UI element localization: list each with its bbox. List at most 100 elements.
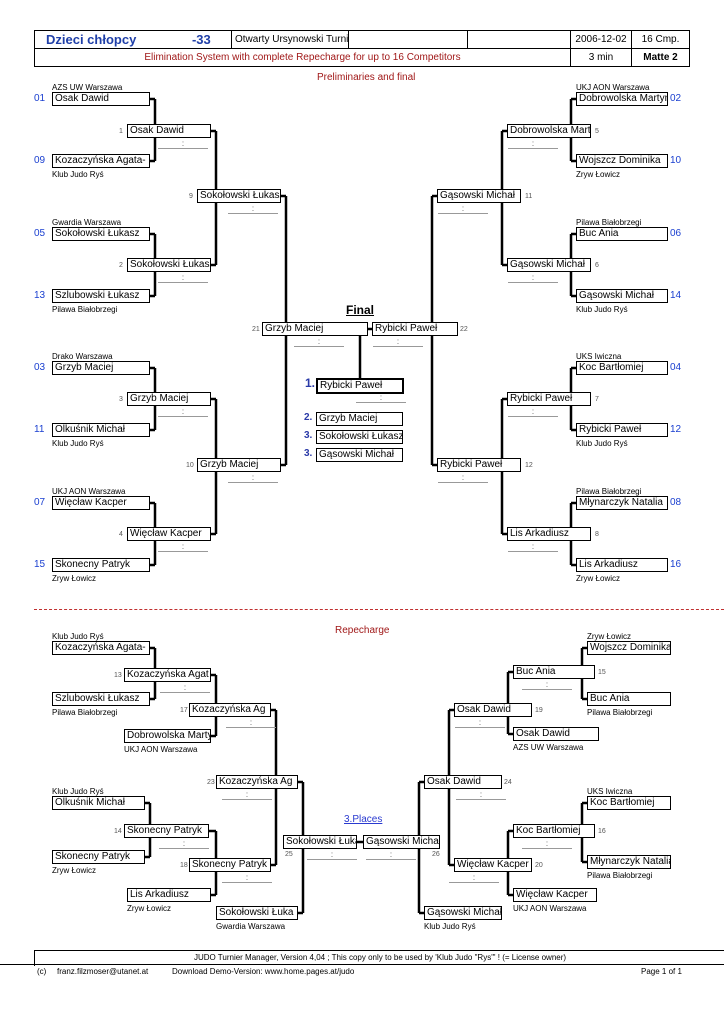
match-winner-box[interactable]: Dobrowolska Marty [507, 124, 591, 138]
match-winner-box[interactable]: Kozaczyńska Agat [124, 668, 211, 682]
competitor-box[interactable]: Dobrowolska Marty [124, 729, 211, 743]
score-field[interactable]: : [160, 683, 210, 693]
match-winner-box[interactable]: Sokołowski Łukasz [197, 189, 281, 203]
score-field[interactable]: : [522, 839, 572, 849]
competitor-box[interactable]: Kozaczyńska Agata- [52, 154, 150, 168]
match-winner-box[interactable]: Grzyb Maciej [127, 392, 211, 406]
match-winner-box[interactable]: Gąsowski Michał [363, 835, 440, 849]
page-number: Page 1 of 1 [641, 967, 682, 976]
competitor-box[interactable]: Olkuśnik Michał [52, 796, 145, 810]
third-places-link[interactable]: 3.Places [344, 814, 383, 825]
place-box[interactable]: Gąsowski Michał [316, 448, 403, 462]
score-field[interactable]: : [158, 139, 208, 149]
competitor-box[interactable]: Szlubowski Łukasz [52, 692, 150, 706]
competitor-box[interactable]: Lis Arkadiusz [576, 558, 668, 572]
score-field[interactable]: : [226, 718, 276, 728]
competitor-box[interactable]: Skonecny Patryk [52, 850, 145, 864]
match-winner-box[interactable]: Osak Dawid [454, 703, 532, 717]
score-field[interactable]: : [366, 850, 416, 860]
match-number: 18 [180, 862, 188, 869]
competitor-box[interactable]: Więcław Kacper [513, 888, 597, 902]
match-winner-box[interactable]: Lis Arkadiusz [507, 527, 591, 541]
competitor-box[interactable]: Młynarczyk Natalia [576, 496, 668, 510]
download-link[interactable]: Download Demo-Version: www.home.pages.at… [172, 967, 355, 976]
match-winner-box[interactable]: Gąsowski Michał [507, 258, 591, 272]
score-field[interactable]: : [158, 273, 208, 283]
match-winner-box[interactable]: Rybicki Paweł [372, 322, 458, 336]
match-winner-box[interactable]: Rybicki Paweł [507, 392, 591, 406]
competitor-box[interactable]: Sokołowski Łukasz [52, 227, 150, 241]
score-field[interactable]: : [294, 337, 344, 347]
score-field[interactable]: : [373, 337, 423, 347]
place-box[interactable]: Grzyb Maciej [316, 412, 403, 426]
club-name: Drako Warszawa [52, 352, 113, 361]
score-field[interactable]: : [356, 393, 406, 403]
competitor-box[interactable]: Dobrowolska Martyn [576, 92, 668, 106]
score-field[interactable]: : [508, 407, 558, 417]
competitor-box[interactable]: Lis Arkadiusz [127, 888, 211, 902]
score-field[interactable]: : [228, 204, 278, 214]
place-box[interactable]: Rybicki Paweł [316, 378, 404, 394]
score-field[interactable]: : [307, 850, 357, 860]
competitor-box[interactable]: Skonecny Patryk [52, 558, 150, 572]
competitor-box[interactable]: Wojszcz Dominika [587, 641, 671, 655]
score-field[interactable]: : [508, 542, 558, 552]
competitor-box[interactable]: Gąsowski Michał [424, 906, 502, 920]
match-winner-box[interactable]: Osak Dawid [424, 775, 502, 789]
score-field[interactable]: : [438, 204, 488, 214]
match-winner-box[interactable]: Skonecny Patryk [189, 858, 271, 872]
score-field[interactable]: : [456, 790, 506, 800]
competitor-box[interactable]: Szlubowski Łukasz [52, 289, 150, 303]
competitor-box[interactable]: Wojszcz Dominika [576, 154, 668, 168]
match-winner-box[interactable]: Grzyb Maciej [262, 322, 368, 336]
competitor-box[interactable]: Gąsowski Michał [576, 289, 668, 303]
match-winner-box[interactable]: Skonecny Patryk [124, 824, 209, 838]
score-field[interactable]: : [449, 873, 499, 883]
score-field[interactable]: : [158, 542, 208, 552]
competitor-box[interactable]: Osak Dawid [52, 92, 150, 106]
club-name: Klub Judo Ryś [52, 439, 104, 448]
author-email[interactable]: franz.filzmoser@utanet.at [57, 967, 149, 976]
score-field[interactable]: : [158, 407, 208, 417]
match-winner-box[interactable]: Rybicki Paweł [437, 458, 521, 472]
score-field[interactable]: : [159, 839, 209, 849]
competitor-box[interactable]: Kozaczyńska Agata- [52, 641, 150, 655]
footer-divider [0, 964, 724, 965]
match-winner-box[interactable]: Gąsowski Michał [437, 189, 521, 203]
score-field[interactable]: : [222, 790, 272, 800]
club-name: Klub Judo Ryś [52, 170, 104, 179]
match-winner-box[interactable]: Osak Dawid [127, 124, 211, 138]
score-field[interactable]: : [438, 473, 488, 483]
score-field[interactable]: : [455, 718, 505, 728]
match-winner-box[interactable]: Sokołowski Łuka [283, 835, 357, 849]
score-field[interactable]: : [228, 473, 278, 483]
score-field[interactable]: : [508, 139, 558, 149]
match-winner-box[interactable]: Kozaczyńska Ag [216, 775, 298, 789]
score-field[interactable]: : [508, 273, 558, 283]
match-winner-box[interactable]: Więcław Kacper [454, 858, 532, 872]
competitor-box[interactable]: Olkuśnik Michał [52, 423, 150, 437]
place-label: 3. [304, 430, 313, 441]
match-winner-box[interactable]: Koc Bartłomiej [513, 824, 595, 838]
score-field[interactable]: : [222, 873, 272, 883]
club-name: Pilawa Białobrzegi [576, 487, 642, 496]
competitor-box[interactable]: Rybicki Paweł [576, 423, 668, 437]
match-number: 13 [114, 672, 122, 679]
competitor-box[interactable]: Grzyb Maciej [52, 361, 150, 375]
match-winner-box[interactable]: Sokołowski Łukasz [127, 258, 211, 272]
competitor-box[interactable]: Młynarczyk Natalia [587, 855, 671, 869]
competitor-box[interactable]: Buc Ania [587, 692, 671, 706]
score-field[interactable]: : [522, 680, 572, 690]
place-box[interactable]: Sokołowski Łukasz [316, 430, 403, 444]
competitor-box[interactable]: Więcław Kacper [52, 496, 150, 510]
match-winner-box[interactable]: Buc Ania [513, 665, 595, 679]
seed-number: 15 [34, 559, 46, 570]
match-winner-box[interactable]: Grzyb Maciej [197, 458, 281, 472]
competitor-box[interactable]: Koc Bartłomiej [587, 796, 671, 810]
match-winner-box[interactable]: Kozaczyńska Ag [189, 703, 271, 717]
match-winner-box[interactable]: Więcław Kacper [127, 527, 211, 541]
competitor-box[interactable]: Osak Dawid [513, 727, 599, 741]
competitor-box[interactable]: Buc Ania [576, 227, 668, 241]
competitor-box[interactable]: Sokołowski Łuka [216, 906, 298, 920]
competitor-box[interactable]: Koc Bartłomiej [576, 361, 668, 375]
